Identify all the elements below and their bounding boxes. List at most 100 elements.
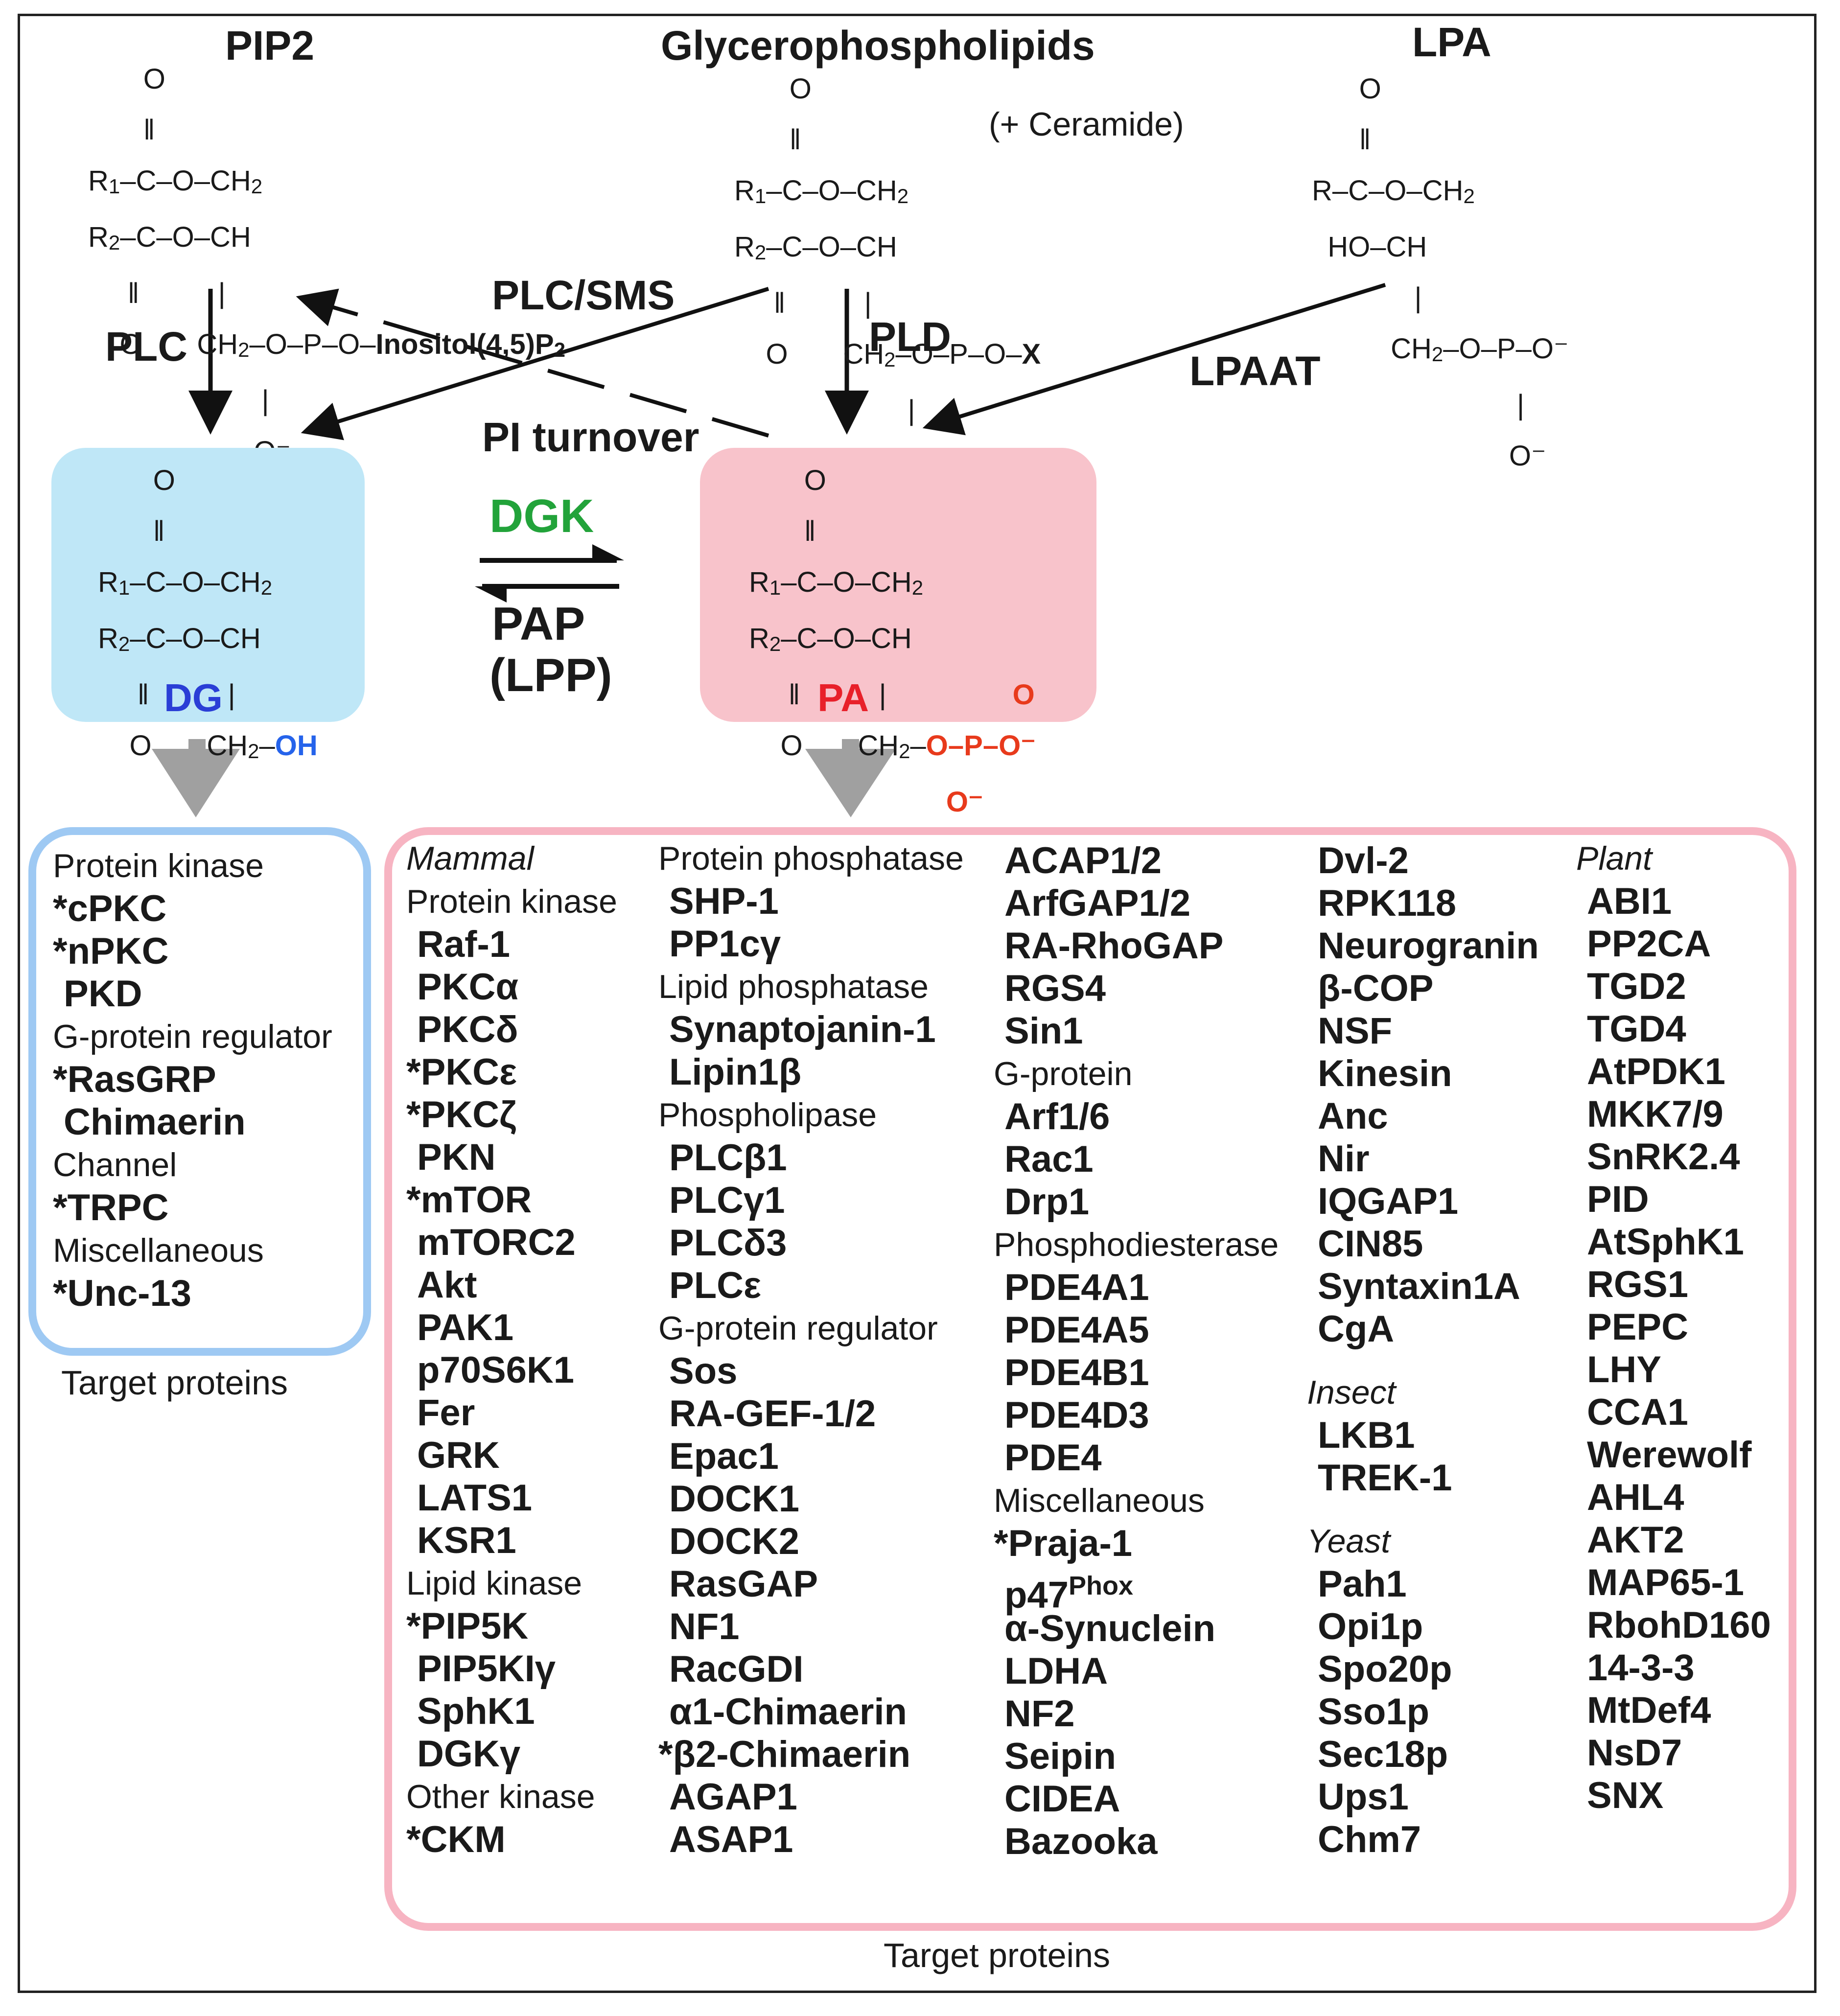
category-label: Phospholipase [658, 1096, 877, 1134]
plc-label: PLC [105, 324, 187, 370]
target-protein: β-COP [1318, 968, 1434, 1009]
target-protein: Bazooka [1004, 1821, 1158, 1862]
target-protein: PAK1 [417, 1307, 514, 1348]
target-protein: Rac1 [1004, 1138, 1094, 1180]
target-protein: AKT2 [1587, 1519, 1684, 1561]
target-protein: PID [1587, 1179, 1649, 1220]
target-protein: SHP-1 [669, 881, 779, 922]
category-label: Other kinase [406, 1778, 595, 1815]
target-protein: *PIP5K [406, 1605, 529, 1647]
target-protein: PDE4A5 [1004, 1309, 1149, 1351]
target-protein: *mTOR [406, 1179, 532, 1221]
target-protein: Syntaxin1A [1318, 1266, 1520, 1307]
dgk-label: DGK [489, 490, 594, 542]
target-protein: α-Synuclein [1004, 1608, 1216, 1649]
target-protein: MAP65-1 [1587, 1562, 1744, 1603]
category-label: G-protein regulator [53, 1018, 332, 1055]
target-protein: PDE4B1 [1004, 1352, 1149, 1393]
target-protein: PEPC [1587, 1306, 1688, 1348]
target-protein: α1-Chimaerin [669, 1691, 907, 1733]
lpa-title: LPA [1412, 19, 1491, 65]
category-label: Lipid phosphatase [658, 968, 929, 1005]
target-protein: ArfGAP1/2 [1004, 882, 1191, 924]
category-label: Mammal [406, 840, 534, 877]
pap-reverse-head [475, 586, 507, 602]
category-label: Insect [1307, 1374, 1396, 1411]
dg-structure: O ‖ R1–C–O–CH2 R2–C–O–CH ‖ | O CH2–OH [98, 464, 318, 763]
category-label: Protein kinase [53, 847, 264, 884]
target-protein: Arf1/6 [1004, 1096, 1110, 1137]
category-label: Phosphodiesterase [994, 1226, 1279, 1263]
pap-label: PAP [492, 598, 585, 650]
glycerophospholipids-title: Glycerophospholipids [661, 23, 1095, 69]
target-protein: RGS4 [1004, 968, 1106, 1009]
target-protein: *PKCε [406, 1051, 517, 1093]
target-protein: DOCK1 [669, 1478, 800, 1520]
pld-label: PLD [869, 314, 951, 360]
target-protein: PKN [417, 1136, 496, 1178]
target-protein: PP1cγ [669, 923, 781, 965]
target-protein: LKB1 [1318, 1414, 1415, 1456]
category-label: Protein kinase [406, 883, 617, 920]
target-protein: PDE4D3 [1004, 1394, 1149, 1436]
dgk-forward-head [592, 544, 624, 560]
target-protein: Pah1 [1318, 1563, 1407, 1605]
target-protein: Chm7 [1318, 1819, 1421, 1860]
target-protein: RGS1 [1587, 1264, 1688, 1305]
target-protein: Lipin1β [669, 1051, 802, 1093]
target-protein: AHL4 [1587, 1477, 1684, 1518]
target-protein: Kinesin [1318, 1053, 1452, 1094]
target-protein: Sos [669, 1350, 738, 1392]
target-protein: PLCδ3 [669, 1222, 787, 1264]
target-protein: Epac1 [669, 1436, 779, 1477]
target-protein: *cPKC [53, 888, 167, 929]
target-protein: *CKM [406, 1819, 506, 1860]
target-protein: SphK1 [417, 1691, 535, 1732]
target-protein: AtPDK1 [1587, 1051, 1725, 1092]
target-protein: PKCα [417, 966, 519, 1008]
dg-targets-box [28, 827, 371, 1356]
target-protein: Spo20p [1318, 1648, 1452, 1690]
target-protein: CIN85 [1318, 1223, 1423, 1265]
target-protein: NF2 [1004, 1693, 1075, 1735]
target-protein: Anc [1318, 1095, 1388, 1137]
dg-label: DG [164, 676, 223, 719]
target-protein: IQGAP1 [1318, 1181, 1459, 1222]
category-label: Channel [53, 1146, 177, 1183]
target-protein: CIDEA [1004, 1778, 1120, 1820]
target-protein: Synaptojanin-1 [669, 1009, 936, 1050]
target-protein: PDE4 [1004, 1437, 1102, 1479]
pa-structure: O ‖ R1–C–O–CH2 R2–C–O–CH ‖ | O O CH2–O–P… [749, 464, 1036, 818]
target-protein: ASAP1 [669, 1819, 793, 1860]
target-protein: PDE4A1 [1004, 1267, 1149, 1308]
target-protein: MKK7/9 [1587, 1093, 1724, 1135]
category-label: G-protein regulator [658, 1310, 938, 1347]
target-protein: AGAP1 [669, 1776, 797, 1818]
category-label: Miscellaneous [53, 1232, 264, 1269]
plc-sms-arrow [301, 287, 769, 440]
target-protein: KSR1 [417, 1520, 516, 1561]
target-protein: Raf-1 [417, 924, 511, 965]
target-protein: *Praja-1 [994, 1523, 1133, 1564]
target-protein: p47Phox [1004, 1571, 1133, 1616]
target-protein: *Unc-13 [53, 1273, 191, 1314]
category-label: Miscellaneous [994, 1482, 1205, 1519]
target-protein: NsD7 [1587, 1732, 1682, 1774]
target-protein: MtDef4 [1587, 1690, 1711, 1731]
figure-frame [18, 14, 1817, 1993]
target-protein: PKD [64, 973, 142, 1015]
target-protein: *nPKC [53, 930, 169, 972]
target-protein: Akt [417, 1264, 477, 1306]
target-protein: DGKγ [417, 1733, 521, 1775]
target-protein: Dvl-2 [1318, 840, 1409, 881]
target-protein: PLCβ1 [669, 1137, 787, 1179]
pa-targets-box [384, 827, 1796, 1931]
target-protein: PKCδ [417, 1009, 518, 1050]
